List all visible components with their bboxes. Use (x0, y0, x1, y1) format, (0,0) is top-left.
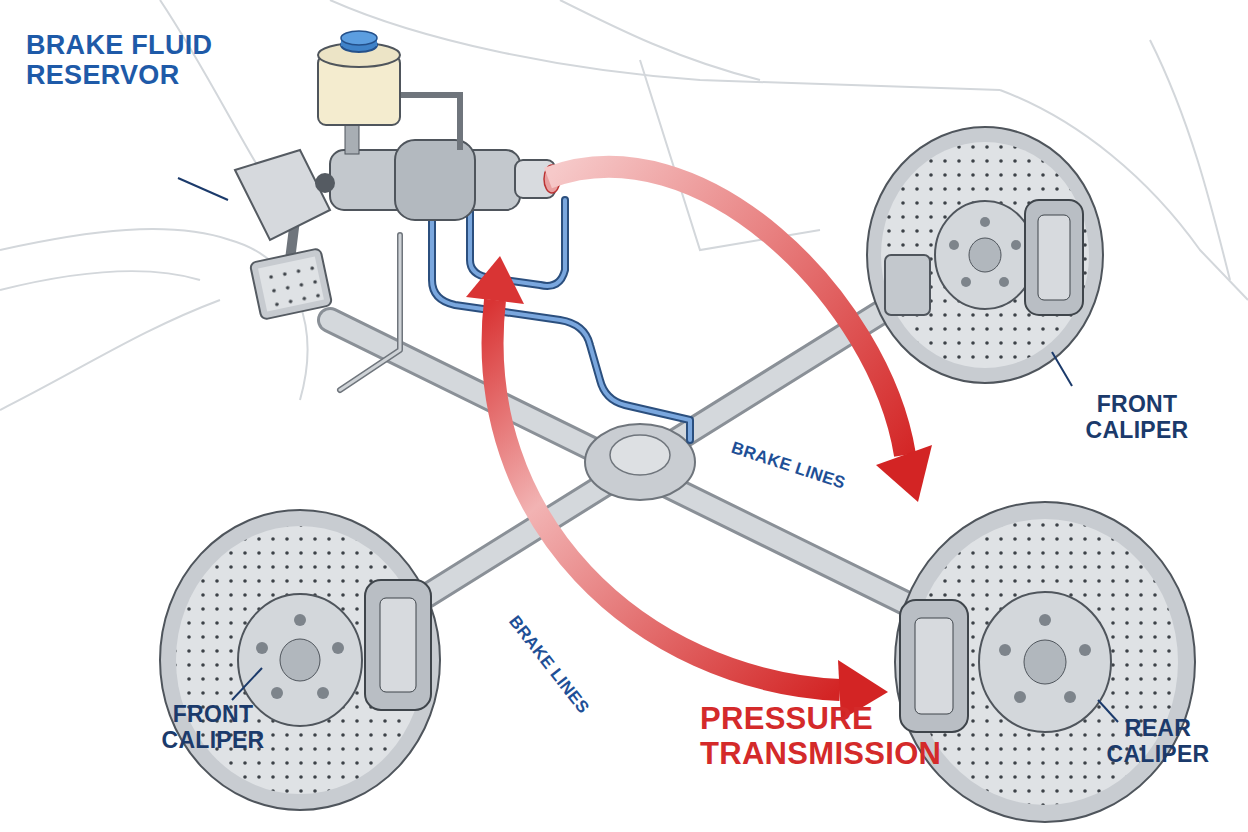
arrow-head (876, 445, 932, 502)
car-outline-line (640, 60, 820, 250)
rotor-front-right (867, 127, 1103, 383)
callout-label: REAR CALIPER (1083, 716, 1233, 768)
axle-tube (380, 285, 925, 625)
lug-bolt (271, 687, 283, 699)
rotor-hat (935, 201, 1035, 309)
caliper (1025, 200, 1083, 315)
knuckle (885, 255, 930, 315)
lug-bolt (1011, 240, 1021, 250)
leader-line (1052, 352, 1072, 386)
rotor-disc (160, 510, 440, 810)
leader-lines (178, 178, 1118, 722)
steel-line (340, 235, 400, 390)
pressure-arrows (466, 167, 932, 720)
lug-bolt (1064, 691, 1076, 703)
car-outline (0, 0, 1248, 410)
lug-bolt (999, 644, 1011, 656)
rotor-hat (238, 594, 362, 726)
hub (280, 639, 320, 681)
lug-bolt (317, 687, 329, 699)
hub (1024, 640, 1066, 684)
lug-bolt (949, 240, 959, 250)
master-cylinder-assembly (315, 31, 560, 220)
rotor-face (881, 142, 1089, 368)
caliper (900, 600, 968, 732)
brake-line (470, 200, 565, 286)
pressure-arrow (548, 167, 905, 455)
arrow-head (466, 256, 524, 304)
brake-line (470, 200, 565, 286)
pedal-pad (250, 248, 332, 320)
car-outline-line (1150, 40, 1230, 280)
steel-line (340, 235, 400, 390)
car-outline-line (330, 0, 1000, 90)
pedal-grip (258, 256, 324, 311)
rotor-disc (867, 127, 1103, 383)
booster (395, 140, 475, 220)
lug-bolt (961, 277, 971, 287)
line-label: BRAKE LINES (505, 612, 593, 717)
caliper-face (380, 598, 416, 692)
lug-bolt (294, 614, 306, 626)
pedal-bracket (235, 150, 330, 240)
reservoir-pipe (400, 95, 460, 150)
lug-bolt (980, 217, 990, 227)
axle-tube (330, 320, 940, 620)
part-label: BRAKE FLUID RESERVOR (26, 30, 256, 90)
pressure-label: PRESSURE TRANSMISSION (700, 702, 970, 771)
pushrod-end (315, 173, 335, 193)
lug-bolt (1039, 614, 1051, 626)
differential-cover (610, 435, 670, 475)
rotor-front-left (160, 510, 440, 810)
callout-label: FRONT CALIPER (138, 702, 288, 754)
car-outline-line (0, 271, 200, 290)
lug-bolt (999, 277, 1009, 287)
rotor-disc (895, 502, 1195, 822)
car-outline-line (560, 0, 760, 80)
lug-bolt (1079, 644, 1091, 656)
leader-line (178, 178, 228, 200)
caliper (365, 580, 431, 710)
lug-bolt (256, 642, 268, 654)
caliper-face (1038, 215, 1070, 300)
brake-pedal (235, 150, 332, 320)
pressure-arrow (493, 300, 840, 690)
leader-line (1098, 700, 1118, 722)
rotor-rear (895, 502, 1195, 822)
hub (969, 238, 1001, 272)
axle-tube (330, 320, 940, 620)
lug-bolt (332, 642, 344, 654)
rotor-hat (979, 592, 1111, 732)
line-label: BRAKE LINES (729, 438, 848, 493)
caliper-face (915, 618, 953, 714)
axle-tube (380, 285, 925, 625)
rotor-face (176, 526, 424, 794)
leader-line (232, 668, 262, 700)
differential (585, 424, 695, 500)
callout-label: FRONT CALIPER (1062, 392, 1212, 444)
lug-bolt (1014, 691, 1026, 703)
car-outline-line (0, 300, 220, 410)
reservoir-cap-top (341, 31, 377, 45)
